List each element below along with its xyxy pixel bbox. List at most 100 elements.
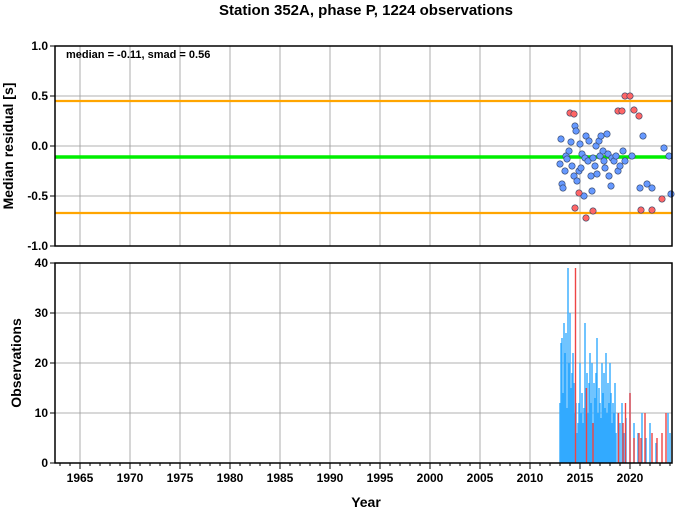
scatter-point	[556, 160, 564, 168]
observation-bar	[609, 363, 611, 463]
scatter-point	[630, 106, 638, 114]
bottom-x-tick-label: 1965	[67, 471, 94, 485]
observation-bar	[578, 403, 580, 463]
observation-bar	[669, 433, 671, 463]
scatter-point	[605, 172, 613, 180]
scatter-point	[637, 206, 645, 214]
observation-bar	[561, 338, 563, 463]
scatter-point	[639, 132, 647, 140]
observation-bar	[592, 423, 594, 463]
observation-bar	[594, 398, 596, 463]
observation-bar	[621, 403, 623, 463]
scatter-point	[568, 162, 576, 170]
scatter-point	[571, 204, 579, 212]
observation-bar	[622, 423, 624, 463]
observation-bar	[610, 393, 612, 463]
observation-bar	[585, 388, 588, 463]
observation-bar	[600, 418, 602, 463]
scatter-point	[587, 172, 595, 180]
observation-bar	[569, 313, 571, 463]
scatter-point	[557, 135, 565, 143]
observation-bar	[605, 353, 607, 463]
scatter-point	[561, 167, 569, 175]
observation-bar	[640, 438, 642, 463]
observation-bar	[565, 333, 567, 463]
bottom-x-tick-label: 1975	[167, 471, 194, 485]
observation-bar	[572, 353, 574, 463]
bottom-y-tick-label: 20	[35, 356, 49, 370]
observation-bar	[568, 363, 570, 463]
observation-bar	[611, 423, 613, 463]
scatter-point	[619, 147, 627, 155]
observation-bar	[574, 268, 577, 463]
observation-bar	[629, 393, 631, 463]
observation-bar	[590, 403, 592, 463]
scatter-point	[575, 189, 583, 197]
scatter-point	[618, 107, 626, 115]
bottom-x-tick-label: 2000	[417, 471, 444, 485]
top-y-tick-label: 1.0	[31, 39, 48, 53]
bottom-y-tick-label: 10	[35, 406, 49, 420]
scatter-point	[577, 164, 585, 172]
observation-bar	[570, 388, 572, 463]
observation-bar	[619, 423, 621, 463]
observation-bar	[559, 403, 561, 463]
top-y-tick-label: 0.0	[31, 139, 48, 153]
observation-bar	[576, 433, 578, 463]
observation-bar	[560, 343, 562, 463]
observation-bar	[564, 353, 566, 463]
bottom-x-tick-label: 1980	[217, 471, 244, 485]
observation-bar	[571, 373, 573, 463]
scatter-point	[665, 152, 673, 160]
scatter-point	[567, 138, 575, 146]
bottom-y-tick-label: 40	[35, 256, 49, 270]
scatter-point	[573, 177, 581, 185]
scatter-point	[593, 170, 601, 178]
observation-bar	[588, 383, 590, 463]
scatter-point	[591, 162, 599, 170]
scatter-point	[570, 110, 578, 118]
observation-bar	[591, 363, 593, 463]
observation-bar	[623, 433, 625, 463]
observation-bar	[583, 408, 585, 463]
observation-bar	[593, 383, 595, 463]
observation-bar	[596, 338, 598, 463]
bottom-x-tick-label: 1985	[267, 471, 294, 485]
bottom-x-tick-label: 2020	[617, 471, 644, 485]
scatter-point	[585, 137, 593, 145]
top-y-tick-label: -1.0	[27, 239, 48, 253]
scatter-point	[658, 195, 666, 203]
observation-bar	[563, 323, 565, 463]
observation-bar	[581, 393, 583, 463]
observation-bar	[566, 408, 568, 463]
observation-bar	[649, 423, 651, 463]
scatter-point	[565, 147, 573, 155]
observation-bar	[617, 413, 620, 463]
scatter-point	[643, 180, 651, 188]
chart-title: Station 352A, phase P, 1224 observations	[219, 2, 513, 19]
observation-bar	[637, 433, 639, 463]
observation-bar	[638, 433, 640, 463]
observation-bar	[667, 413, 669, 463]
stats-annotation: median = -0.11, smad = 0.56	[66, 49, 210, 61]
scatter-point	[597, 132, 605, 140]
observation-bar	[577, 423, 579, 463]
scatter-point	[588, 187, 596, 195]
scatter-point	[559, 184, 567, 192]
observation-bar	[624, 403, 627, 463]
scatter-point	[621, 157, 629, 165]
observation-bar	[606, 413, 608, 463]
scatter-point	[635, 112, 643, 120]
top-y-axis-label: Median residual [s]	[0, 83, 16, 210]
observation-bar	[615, 433, 617, 463]
top-scatter-points	[556, 92, 675, 222]
bottom-x-tick-label: 1995	[367, 471, 394, 485]
observation-bar	[602, 393, 604, 463]
observation-bar	[665, 413, 667, 463]
scatter-point	[576, 140, 584, 148]
observation-bar	[579, 363, 581, 463]
observation-bar	[598, 388, 600, 463]
scatter-point	[636, 184, 644, 192]
